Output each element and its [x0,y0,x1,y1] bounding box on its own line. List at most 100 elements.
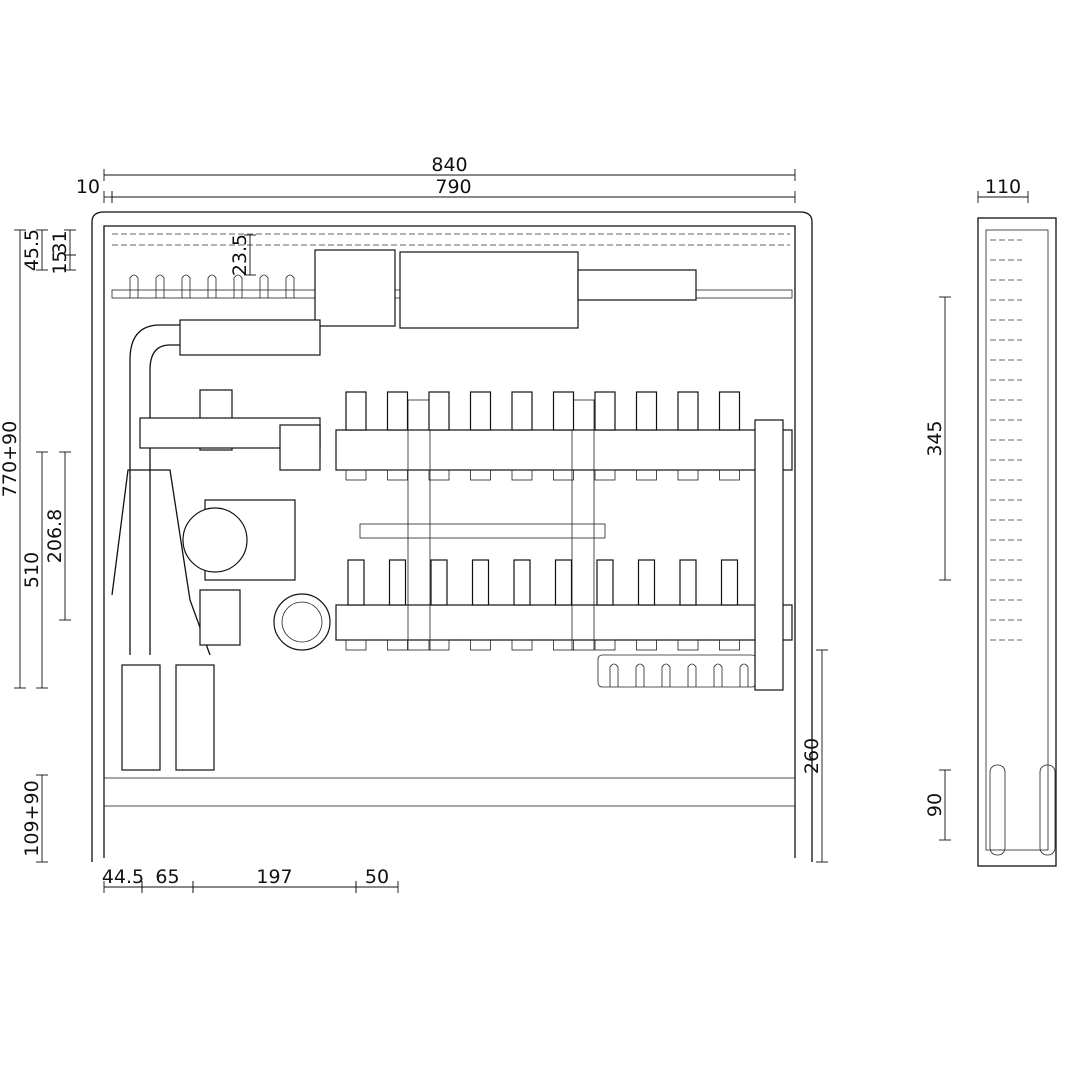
dimension-depth: 110 [977,176,1029,203]
return-outlet [345,639,367,651]
ball-valve-left [121,664,161,771]
dimension-label: 110 [985,176,1021,198]
flow-meter [430,559,448,606]
dimension-label: 770+90 [0,421,21,497]
comb-tooth [739,663,749,687]
comb-tooth [285,274,295,298]
din-rail-terminal-block [399,251,579,329]
base-plate [103,777,796,807]
side-outline [977,217,1057,867]
mixing-pipe [129,324,180,655]
dimension-label: 50 [365,866,389,888]
dimension-right-connection-height: 260 [801,649,828,863]
dimension-label: 345 [924,420,946,456]
bracket-combs [129,274,749,687]
dimension-label: 790 [435,176,471,198]
supply-outlet [428,469,450,481]
flow-valve-cap [594,391,616,431]
dimension-label: 840 [431,154,467,176]
din-rail [577,269,697,301]
side-slot-right [1039,764,1056,856]
flow-valve-cap [718,391,741,431]
return-outlet [428,639,450,651]
dimension-total-height: 770+90 [0,229,26,689]
flow-meter [471,559,490,606]
supply-outlet [387,469,408,481]
comb-tooth [207,274,217,298]
dimension-label: 109+90 [21,780,43,856]
flow-valve-cap [345,391,367,431]
dimension-label: 15 [49,250,71,274]
front-view [91,211,813,862]
dimension-side-bracket-spacing: 345 [924,296,951,581]
flow-valve-cap [552,391,575,431]
comb-tooth [155,274,165,298]
flow-meter [637,559,656,606]
dimension-manifold-spacing: 206.8 [44,451,71,621]
comb-tooth [233,274,243,298]
flow-valve-cap [386,391,409,431]
supply-outlet [636,469,657,481]
dimension-label: 260 [801,738,823,774]
dimension-label: 45.5 [21,229,43,271]
dimension-outlet-pitch: 50 [355,866,399,893]
return-manifold-bar [335,604,793,641]
supply-outlet [553,469,574,481]
dimension-label: 10 [76,176,100,198]
cabinet-inner-frame [103,225,796,858]
pump-fitting [199,589,241,646]
flow-meter [347,559,365,606]
dimension-base-height: 109+90 [21,774,48,863]
return-outlet [387,639,408,651]
dimension-label: 197 [256,866,292,888]
supply-manifold-bar [335,429,793,471]
return-outlet [594,639,616,651]
ball-valve-right [175,664,215,771]
return-outlet [636,639,657,651]
flow-valve-cap [635,391,658,431]
gauge-face [281,601,323,643]
return-outlet [719,639,740,651]
supply-outlet [470,469,491,481]
bottom-bracket [597,654,757,688]
manifold-outlets [345,391,741,651]
side-inner [985,229,1049,851]
dimension-label: 44.5 [102,866,144,888]
upper-fitting [179,319,321,356]
return-outlet [553,639,574,651]
comb-tooth [259,274,269,298]
flow-valve-cap [511,391,533,431]
dimension-rail-offset: 23.5 [229,234,256,276]
comb-tooth [635,663,645,687]
manifold-bracket-left [407,399,431,651]
dimension-side-offset: 10 [76,176,113,203]
dimension-top-offset: 45.5 [21,229,48,271]
dimension-label: 31 [49,230,71,254]
flow-meter [388,559,407,606]
comb-tooth [687,663,697,687]
dimension-left-offset: 44.5 [102,866,144,893]
dimension-overall-width: 840 [103,154,796,181]
bypass-valve [279,424,321,471]
dimension-label: 90 [924,793,946,817]
supply-outlet [511,469,533,481]
comb-tooth [713,663,723,687]
dimension-label: 23.5 [229,234,251,276]
cabinet-outline [91,211,813,862]
dimension-pipe-spacing: 65 [141,866,194,893]
supply-outlet [677,469,699,481]
side-ribs [990,239,1022,641]
return-pipe [111,469,211,656]
dimension-side-foot: 90 [924,769,951,841]
side-view [977,217,1057,867]
comb-tooth [661,663,671,687]
return-outlet [677,639,699,651]
supply-outlet [719,469,740,481]
dimension-manifold-height: 510 [21,451,48,689]
flow-valve-cap [677,391,699,431]
flow-meter [513,559,531,606]
return-outlet [470,639,491,651]
side-slot-left [989,764,1006,856]
